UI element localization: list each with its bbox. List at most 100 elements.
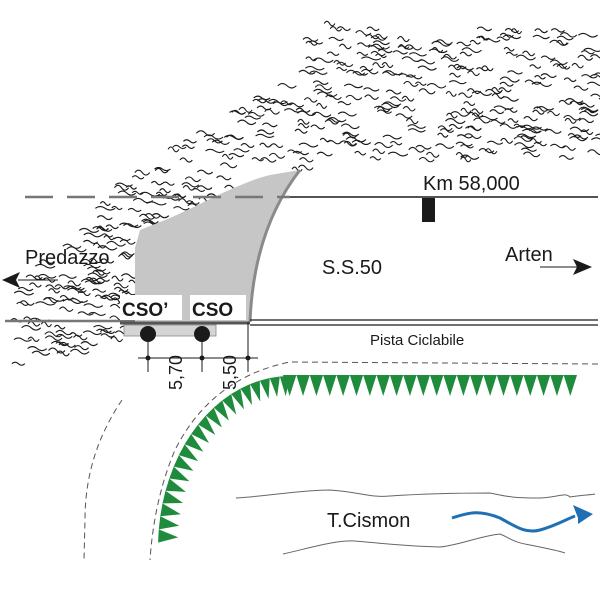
rock-hatch-stroke bbox=[95, 269, 111, 275]
rock-hatch-stroke bbox=[415, 144, 432, 150]
rock-hatch-stroke bbox=[297, 164, 314, 171]
rock-hatch-stroke bbox=[327, 117, 347, 123]
embankment-tooth bbox=[336, 375, 350, 396]
rock-hatch-stroke bbox=[119, 222, 139, 228]
rock-hatch-stroke bbox=[247, 111, 265, 117]
rock-hatch-stroke bbox=[295, 107, 311, 113]
rock-hatch-stroke bbox=[27, 346, 48, 352]
rock-hatch-stroke bbox=[28, 282, 42, 288]
rock-hatch-stroke bbox=[311, 111, 332, 118]
rock-hatch-stroke bbox=[514, 142, 535, 149]
embankment-tooth bbox=[231, 388, 244, 410]
rock-hatch-stroke bbox=[499, 76, 520, 83]
embankment-tooth bbox=[563, 375, 577, 396]
rock-hatch-stroke bbox=[122, 223, 142, 229]
rock-hatch-stroke bbox=[510, 28, 523, 35]
cso-prime-label-box bbox=[120, 295, 182, 320]
rock-hatch-stroke bbox=[591, 137, 600, 141]
rock-hatch-stroke bbox=[127, 207, 142, 213]
rock-hatch-stroke bbox=[316, 151, 333, 157]
rock-hatch-stroke bbox=[447, 64, 462, 71]
embankment-tooth bbox=[269, 376, 280, 398]
rock-hatch-stroke bbox=[54, 284, 70, 290]
rock-hatch-stroke bbox=[11, 361, 26, 366]
rock-hatch-stroke bbox=[558, 155, 574, 160]
rock-hatch-stroke bbox=[268, 152, 286, 159]
rock-hatch-stroke bbox=[73, 334, 88, 341]
rock-hatch-stroke bbox=[173, 206, 190, 211]
rock-hatch-stroke bbox=[402, 106, 416, 112]
km-marker-label: Km 58,000 bbox=[423, 173, 520, 195]
rock-hatch-stroke bbox=[476, 26, 493, 32]
rock-hatch-stroke bbox=[370, 50, 386, 57]
rock-hatch-stroke bbox=[547, 110, 561, 117]
embankment-tooth bbox=[259, 378, 270, 399]
rock-hatch-stroke bbox=[463, 133, 482, 140]
rock-hatch-stroke bbox=[533, 141, 547, 147]
rock-hatch-stroke bbox=[333, 60, 346, 66]
rock-hatch-stroke bbox=[297, 122, 310, 129]
rock-hatch-stroke bbox=[550, 28, 566, 33]
embankment-tooth bbox=[249, 380, 261, 402]
rock-hatch-stroke bbox=[314, 84, 333, 91]
rock-hatch-stroke bbox=[460, 154, 480, 160]
embankment-tooth bbox=[389, 375, 404, 396]
rock-hatch-stroke bbox=[205, 148, 225, 154]
rock-hatch-stroke bbox=[549, 59, 568, 65]
rock-hatch-stroke bbox=[103, 235, 115, 241]
arten-label: Arten bbox=[505, 244, 553, 266]
rock-hatch-stroke bbox=[418, 88, 436, 95]
rock-hatch-stroke bbox=[443, 53, 457, 60]
rock-hatch-stroke bbox=[81, 258, 98, 264]
rock-hatch-stroke bbox=[17, 286, 34, 292]
dim-tick-3 bbox=[245, 355, 251, 361]
rock-hatch-stroke bbox=[184, 176, 201, 183]
rock-hatch-stroke bbox=[134, 169, 151, 176]
rock-hatch-stroke bbox=[305, 40, 318, 46]
cso-prime-point bbox=[140, 326, 156, 342]
rock-hatch-stroke bbox=[264, 108, 280, 115]
rock-hatch-stroke bbox=[16, 301, 30, 307]
rock-hatch-stroke bbox=[370, 35, 387, 41]
rock-hatch-stroke bbox=[532, 34, 550, 40]
rock-hatch-stroke bbox=[55, 329, 73, 336]
rock-hatch-stroke bbox=[113, 236, 131, 242]
dimension-label-1: 5,70 bbox=[166, 355, 186, 390]
rock-hatch-stroke bbox=[581, 74, 598, 79]
cso-prime-label: CSO’ bbox=[122, 300, 168, 321]
rock-hatch-stroke bbox=[196, 169, 214, 175]
rock-hatch-stroke bbox=[131, 175, 145, 180]
embankment-tooth bbox=[550, 375, 564, 396]
rock-hatch-stroke bbox=[299, 157, 314, 163]
rock-hatch-stroke bbox=[324, 119, 339, 125]
rock-hatch-stroke bbox=[382, 71, 397, 76]
rock-hatch-stroke bbox=[48, 288, 61, 294]
rock-hatch-stroke bbox=[96, 328, 112, 334]
rock-hatch-stroke bbox=[280, 100, 294, 106]
rock-hatch-stroke bbox=[504, 108, 518, 113]
rock-hatch-stroke bbox=[338, 43, 352, 50]
rock-hatch-stroke bbox=[445, 90, 457, 97]
rock-hatch-stroke bbox=[35, 301, 56, 306]
rock-hatch-stroke bbox=[540, 55, 556, 61]
rock-hatch-stroke bbox=[595, 133, 600, 137]
embankment-tooth bbox=[158, 529, 179, 543]
rock-hatch-stroke bbox=[455, 152, 469, 158]
embankment-tooth bbox=[349, 375, 364, 396]
embankment-tooth bbox=[191, 424, 210, 443]
rock-hatch-stroke bbox=[376, 109, 393, 114]
road-label: S.S.50 bbox=[322, 257, 382, 279]
rock-hatch-stroke bbox=[466, 88, 482, 95]
rock-hatch-stroke bbox=[520, 147, 537, 152]
river-flow-arrow-icon bbox=[573, 505, 593, 524]
rock-hatch-stroke bbox=[38, 273, 57, 279]
rock-hatch-stroke bbox=[340, 123, 360, 130]
rock-hatch-stroke bbox=[92, 288, 107, 293]
rock-hatch-stroke bbox=[19, 300, 35, 306]
rock-hatch-stroke bbox=[397, 36, 410, 43]
rock-hatch-stroke bbox=[99, 258, 115, 264]
predazzo-label: Predazzo bbox=[25, 247, 110, 269]
rock-hatch-stroke bbox=[404, 44, 423, 51]
rock-hatch-stroke bbox=[382, 134, 402, 140]
rock-hatch-stroke bbox=[486, 140, 504, 145]
